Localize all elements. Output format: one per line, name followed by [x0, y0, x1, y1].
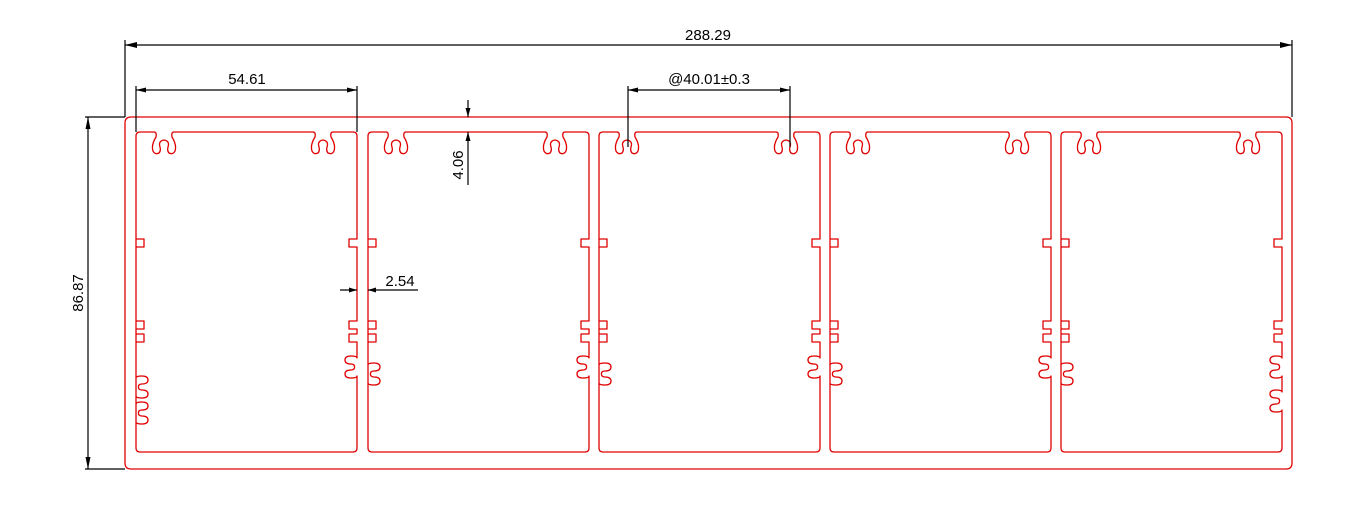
- cell-2: [367, 131, 590, 453]
- slot-pitch-dimension: @40.01±0.3: [627, 71, 791, 147]
- cell-width-label: 54.61: [228, 71, 266, 88]
- cells: [135, 131, 1283, 453]
- wall-thickness-dimension: 4.06: [450, 100, 471, 185]
- divider-thickness-dimension: 2.54: [340, 273, 418, 293]
- extrusion-profile: [124, 116, 1293, 470]
- cell-3: [598, 131, 821, 453]
- cell-4: [829, 131, 1052, 453]
- cell-1: [135, 131, 358, 453]
- wall-thickness-label: 4.06: [450, 150, 467, 179]
- overall-width-dimension: 288.29: [124, 27, 1293, 117]
- divider-thickness-label: 2.54: [385, 273, 414, 290]
- cell-width-dimension: 54.61: [135, 71, 358, 132]
- outer-frame: [124, 116, 1293, 470]
- overall-width-label: 288.29: [685, 27, 731, 44]
- cell-5: [1060, 131, 1283, 453]
- overall-height-dimension: 86.87: [70, 116, 125, 470]
- overall-height-label: 86.87: [70, 274, 87, 312]
- slot-pitch-label: @40.01±0.3: [668, 71, 750, 88]
- dimensions: 288.29 54.61 @40.01±0.3 4.06: [70, 27, 1293, 470]
